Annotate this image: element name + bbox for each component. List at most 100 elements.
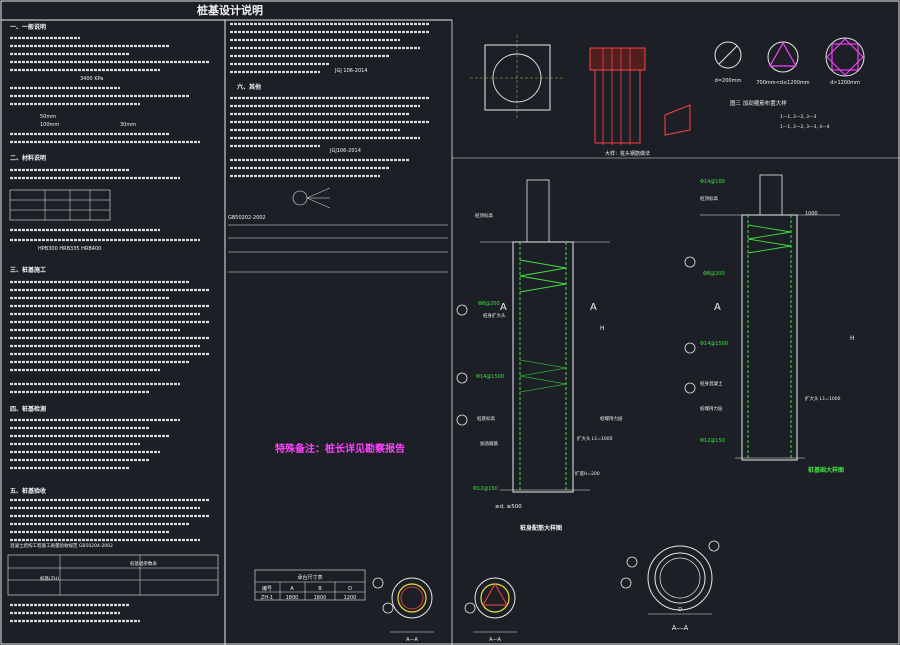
section-2-heading: 二、材料说明 <box>10 154 46 162</box>
sheet-title: 桩基设计说明 <box>197 3 263 17</box>
mid-notes-column: 六、其他 JGJ 106-2014 JGJ106-2014 GB50202-20… <box>228 68 448 273</box>
pile-b-elevation: Φ14@100 Φ8@200 Φ14@1500 Φ12@150 A 桩顶标高 桩… <box>700 174 855 474</box>
stirrup-circle-small: d=200mm <box>714 41 742 84</box>
size-table-v2: 1800 <box>314 595 327 601</box>
pile-a-head <box>526 179 550 243</box>
stirrup-circle-star: d>1200mm <box>825 37 865 86</box>
callout-circle <box>456 304 468 316</box>
pile-b-label-a: A <box>714 302 721 313</box>
size-table-v1: 1800 <box>286 595 299 601</box>
cover-30: 30mm <box>120 122 136 128</box>
callout-circle <box>626 556 638 568</box>
pile-b-rebar-1: Φ14@100 <box>700 179 725 185</box>
callout-circle <box>382 602 394 614</box>
bottom-left-table <box>7 554 219 596</box>
size-table-v3: 1200 <box>344 595 357 601</box>
bearing-value: 3400 KPa <box>80 76 103 82</box>
callout-circle <box>456 372 468 384</box>
size-table-h3: D <box>348 586 352 592</box>
callout-circle <box>620 577 632 589</box>
size-table-h0: 编号 <box>262 585 272 592</box>
bottom-table-r2: 桩基础参数表 <box>130 560 157 567</box>
section-aa-3-d: D <box>678 607 682 613</box>
code-reference: 混凝土结构工程施工质量验收规范 GB50204-2002 <box>10 542 113 549</box>
pile-a-note-6: 加劲箍筋 <box>480 440 498 447</box>
pile-a-rebar-2: Φ14@1500 <box>476 374 504 380</box>
pile-a-note-1: 桩顶标高 <box>475 212 493 219</box>
callout-circle <box>684 342 696 354</box>
special-note: 特殊备注：桩长详见勘察报告 <box>275 442 405 455</box>
callout-markers <box>372 256 720 614</box>
material-table <box>9 189 111 221</box>
section-aa-1: A—A <box>390 577 434 643</box>
mid-code-ref: JGJ 106-2014 <box>334 68 368 74</box>
pile-b-outline <box>741 214 798 461</box>
pile-a-note-3: 桩底标高 <box>477 415 495 422</box>
size-table-h1: A <box>290 586 294 592</box>
pile-b-note-1: 桩顶标高 <box>700 195 718 202</box>
section-6-heading: 六、其他 <box>237 83 261 91</box>
pile-a-elevation: ≥d, ≥500 桩身配筋大样图 A A Φ8@200 Φ14@1500 Φ12… <box>473 179 623 532</box>
pile-parameter-table <box>228 224 448 273</box>
pile-b-title: 桩基础大样图 <box>808 466 844 474</box>
callout-circle <box>464 602 476 614</box>
callout-circle <box>456 414 468 426</box>
size-table-v0: ZH-1 <box>261 595 273 601</box>
legend-pile-head: 大样：桩头钢筋做法 <box>605 150 650 157</box>
leader-circle <box>292 190 308 206</box>
pile-b-dim: 1000 <box>805 211 818 217</box>
pile-b-len-h: H <box>850 335 855 342</box>
size-table: 承台尺寸表 编号 A B D ZH-1 1800 1800 1200 <box>254 569 366 601</box>
section-3-heading: 三、桩基施工 <box>10 266 46 274</box>
section-aa-3: D A—A <box>647 545 713 632</box>
pile-b-note-4: 桩端持力层 <box>700 405 723 412</box>
section-aa-2-title: A—A <box>489 637 501 643</box>
stirrup-tri-label: 700mm<d≤1200mm <box>756 80 809 86</box>
pile-a-rebar-1: Φ8@200 <box>478 301 500 307</box>
pile-a-outline <box>512 241 574 493</box>
pile-a-title: 桩身配筋大样图 <box>520 524 562 532</box>
section-aa-3-title: A—A <box>672 624 689 632</box>
detail-caption-2: 图三 加劲箍筋布置大样 <box>730 99 787 107</box>
callout-circle <box>372 577 384 589</box>
callout-circle <box>684 256 696 268</box>
pile-a-label-a2: A <box>590 302 597 313</box>
pile-b-head <box>759 174 783 216</box>
cover-50: 50mm <box>40 114 56 120</box>
callout-circle <box>708 540 720 552</box>
steel-grades: HPB300 HRB335 HRB400 <box>38 246 101 252</box>
bottom-table-r1: 桩基(ZH) <box>40 575 59 582</box>
stirrup-star-label: d>1200mm <box>830 80 860 86</box>
pile-b-note-2: 桩身混凝土 <box>700 380 723 387</box>
mid-code-ref-2: JGJ106-2014 <box>329 148 361 154</box>
pile-b-rebar-3: Φ14@1500 <box>700 341 728 347</box>
pile-b-rebar-4: Φ12@150 <box>700 438 725 444</box>
callout-circle <box>684 382 696 394</box>
pile-b-rebar-2: Φ8@200 <box>703 271 725 277</box>
pile-a-note-2: 桩身扩大头 <box>483 312 506 319</box>
pile-a-depth: ≥d, ≥500 <box>495 504 522 510</box>
section-aa-1-title: A—A <box>406 637 418 643</box>
stirrup-circle-triangle: 700mm<d≤1200mm <box>756 41 810 86</box>
pile-cap-plan <box>470 35 565 120</box>
left-notes-column: 一、一般说明 二、材料说明 三、桩基施工 四、桩基检测 五、桩基验收 3400 … <box>10 23 210 623</box>
section-5-heading: 五、桩基验收 <box>10 487 46 495</box>
cover-100: 100mm <box>40 122 59 128</box>
stirrup-small-label: d=200mm <box>715 78 742 84</box>
pile-a-note-4: 扩大头 L1=1000 <box>577 435 613 442</box>
pile-a-label-a: A <box>500 302 507 313</box>
mid-ref-3: GB50202-2002 <box>228 215 266 221</box>
pile-a-note-5: 桩端持力层 <box>600 415 623 422</box>
ring-note-2: 1—1, 2—2, 3—3, 4—4 <box>780 124 830 130</box>
pile-a-bottom: 扩底H=200 <box>575 470 600 477</box>
size-table-caption: 承台尺寸表 <box>297 574 322 581</box>
pile-a-len-h: H <box>600 325 605 332</box>
section-1-heading: 一、一般说明 <box>10 23 46 31</box>
pile-b-note-3: 扩大头 L1=1000 <box>805 395 841 402</box>
pile-a-rebar-3: Φ12@150 <box>473 486 498 492</box>
ring-note-1: 1—1, 2—2, 3—3 <box>780 114 817 120</box>
size-table-h2: B <box>318 586 322 592</box>
